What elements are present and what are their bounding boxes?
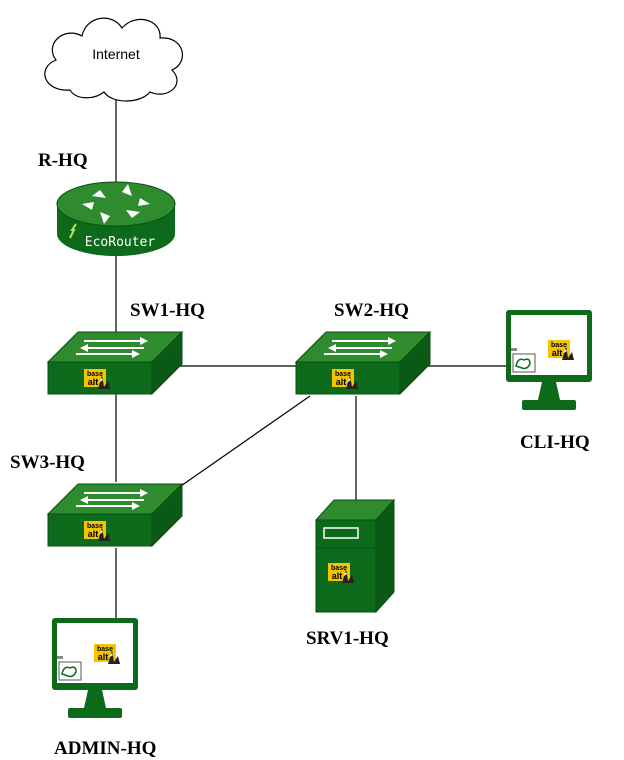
switch-icon-sw3[interactable] bbox=[47, 483, 183, 547]
links bbox=[115, 96, 506, 618]
switch-icon-sw1[interactable] bbox=[47, 331, 183, 395]
cloud-label: Internet bbox=[92, 46, 140, 62]
router-brand: EcoRouter bbox=[85, 235, 156, 250]
sw1-label: SW1-HQ bbox=[130, 300, 205, 321]
cloud-icon[interactable]: Internet bbox=[44, 17, 183, 102]
cli-label: CLI-HQ bbox=[520, 432, 590, 453]
monitor-icon-cli[interactable] bbox=[505, 309, 593, 411]
monitor-icon-admin[interactable] bbox=[51, 617, 139, 719]
router-label: R-HQ bbox=[38, 150, 88, 171]
switch-icon-sw2[interactable] bbox=[295, 331, 431, 395]
link-sw2-sw3 bbox=[177, 395, 311, 489]
router-icon[interactable]: EcoRouter bbox=[56, 181, 176, 256]
sw2-label: SW2-HQ bbox=[334, 300, 409, 321]
admin-label: ADMIN-HQ bbox=[54, 738, 157, 759]
sw3-label: SW3-HQ bbox=[10, 452, 85, 473]
server-icon[interactable] bbox=[314, 498, 396, 614]
srv-label: SRV1-HQ bbox=[306, 628, 389, 649]
